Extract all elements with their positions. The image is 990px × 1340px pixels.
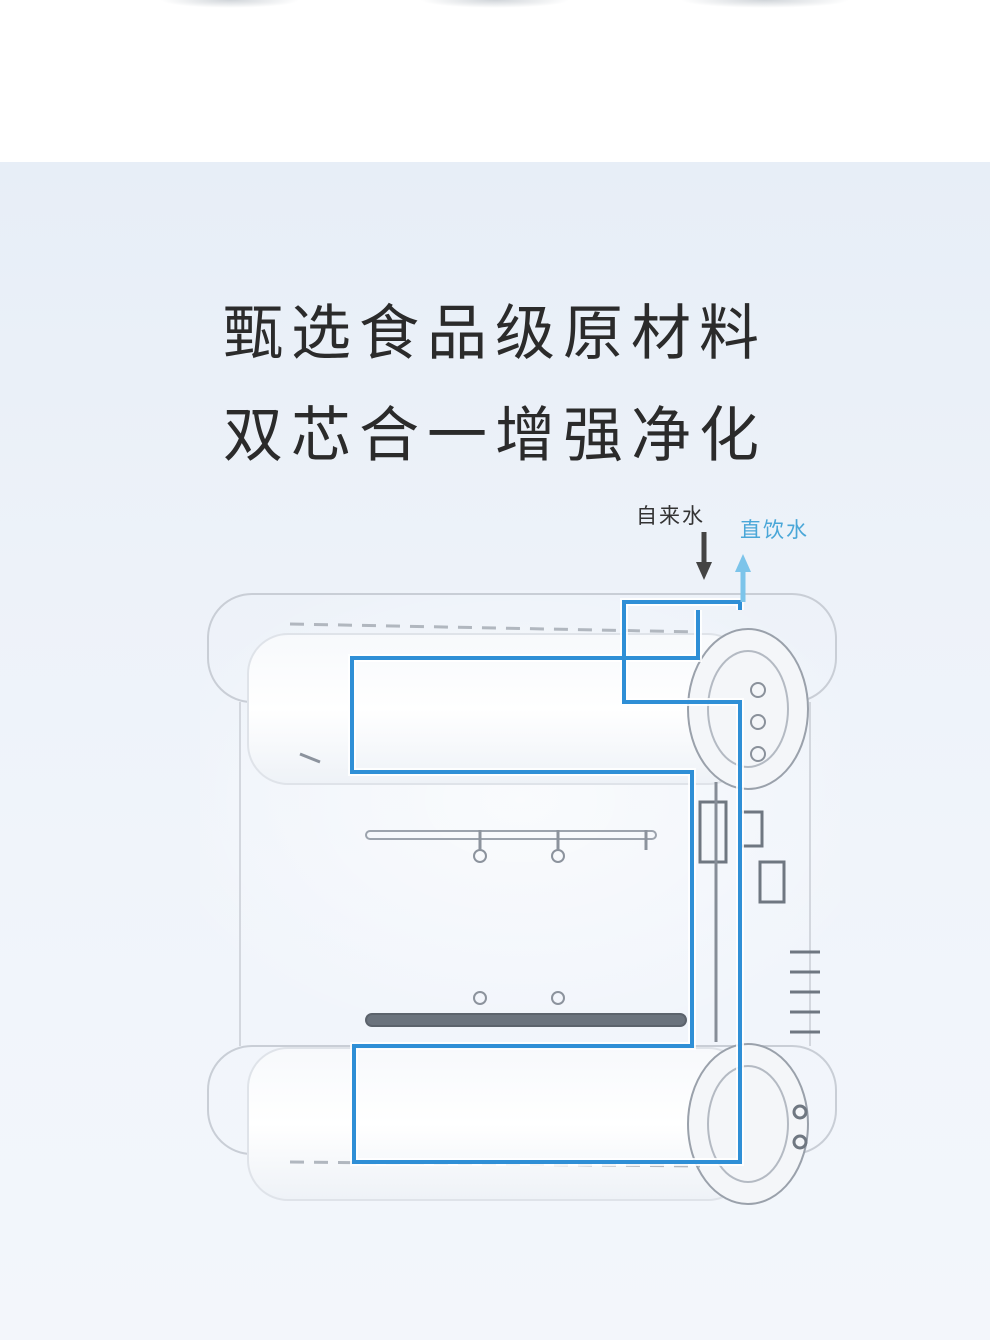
water-flow-path — [348, 598, 744, 1166]
inlet-label: 自来水 — [636, 504, 705, 528]
outlet-label: 直饮水 — [740, 518, 809, 542]
top-shadow-center — [420, 0, 570, 8]
feature-panel: 甄选食品级原材料 双芯合一增强净化 — [0, 162, 990, 1340]
headline-line-1: 甄选食品级原材料 — [223, 299, 767, 369]
top-strip — [0, 0, 990, 162]
filter-diagram — [200, 532, 840, 1205]
headline-line-2: 双芯合一增强净化 — [223, 401, 767, 471]
arrow-down-icon — [696, 532, 712, 580]
filter-cartridge-lower — [247, 1043, 809, 1205]
plumbing-block — [698, 782, 820, 1150]
top-shadow-right — [680, 0, 850, 8]
arrow-up-icon — [735, 554, 751, 602]
top-shadow-left — [160, 0, 300, 8]
filter-cartridge-upper — [247, 628, 809, 790]
